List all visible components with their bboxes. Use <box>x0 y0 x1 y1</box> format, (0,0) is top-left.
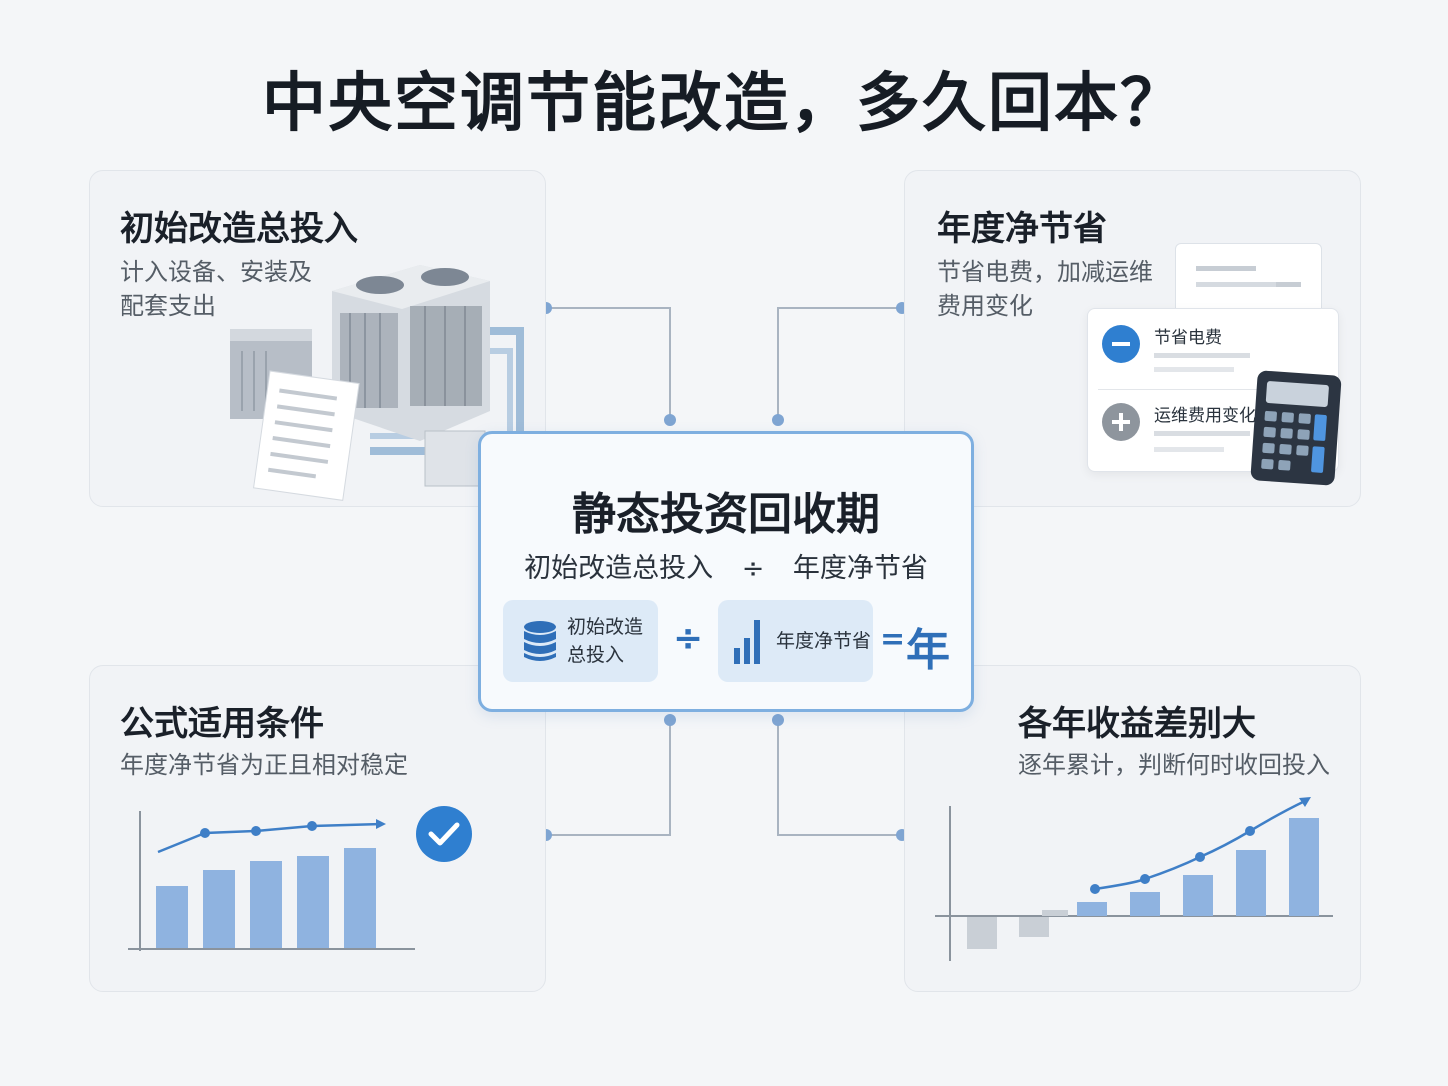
pill-savings: 年度净节省 <box>718 600 873 682</box>
receipt-item-maintenance: 运维费用变化 <box>1154 406 1256 426</box>
pill-investment: 初始改造 总投入 <box>503 600 658 682</box>
formula-divide: ÷ <box>741 553 765 584</box>
savings-subtitle-2: 费用变化 <box>937 292 1033 320</box>
chart-bar <box>1236 850 1266 916</box>
pill-savings-label: 年度净节省 <box>776 630 872 652</box>
database-icon <box>524 621 556 661</box>
payback-formula-box: 静态投资回收期 初始改造总投入 ÷ 年度净节省 初始改造 总投入 ÷ 年度净节省 <box>478 431 974 712</box>
equals-sign: = <box>880 622 906 657</box>
chart-bar <box>967 917 997 949</box>
investment-subtitle-1: 计入设备、安装及 <box>120 258 312 286</box>
conditions-subtitle: 年度净节省为正且相对稳定 <box>120 751 408 779</box>
result-unit: 年 <box>906 625 950 676</box>
chart-bar <box>1077 902 1107 916</box>
minus-icon <box>1102 325 1140 363</box>
receipt-item-electricity: 节省电费 <box>1154 328 1222 348</box>
chart-bar <box>156 886 188 948</box>
variance-card: 各年收益差别大 逐年累计，判断何时收回投入 <box>904 665 1361 992</box>
hvac-unit-illustration <box>230 265 524 501</box>
chart-bar <box>1183 875 1213 916</box>
plus-icon <box>1102 403 1140 441</box>
investment-card: 初始改造总投入 计入设备、安装及 配套支出 <box>89 170 546 507</box>
formula-right: 年度净节省 <box>792 553 928 584</box>
conditions-title: 公式适用条件 <box>120 704 324 744</box>
chart-bar <box>1130 892 1160 916</box>
chart-bar <box>1019 917 1049 937</box>
page-title: 中央空调节能改造，多久回本？ <box>262 67 1186 141</box>
chart-bar <box>250 861 282 948</box>
calculator-icon <box>1250 370 1342 486</box>
chart-bar <box>1042 910 1068 916</box>
investment-subtitle-2: 配套支出 <box>120 292 216 320</box>
chart-bar <box>203 870 235 948</box>
conditions-chart-illustration <box>128 806 472 951</box>
conditions-card: 公式适用条件 年度净节省为正且相对稳定 <box>89 665 546 992</box>
variance-title: 各年收益差别大 <box>1018 704 1256 744</box>
pill-investment-line2: 总投入 <box>567 644 625 666</box>
variance-chart-illustration <box>935 797 1333 961</box>
chart-bar <box>1289 818 1319 916</box>
pill-investment-line1: 初始改造 <box>567 616 644 638</box>
payback-formula: 初始改造总投入 ÷ 年度净节省 <box>481 546 971 585</box>
payback-title: 静态投资回收期 <box>572 489 880 540</box>
chart-bar <box>297 856 329 948</box>
bar-chart-icon <box>734 620 760 664</box>
chart-bar <box>344 848 376 948</box>
divide-sign: ÷ <box>673 618 704 659</box>
savings-subtitle-1: 节省电费，加减运维 <box>937 258 1153 286</box>
savings-title: 年度净节省 <box>937 209 1107 249</box>
savings-card: 年度净节省 节省电费，加减运维 费用变化 节省电费 运维费用变化 <box>904 170 1361 507</box>
investment-title: 初始改造总投入 <box>120 209 358 249</box>
variance-subtitle: 逐年累计，判断何时收回投入 <box>1018 751 1330 779</box>
check-circle-icon <box>416 806 472 862</box>
formula-left: 初始改造总投入 <box>524 553 714 584</box>
